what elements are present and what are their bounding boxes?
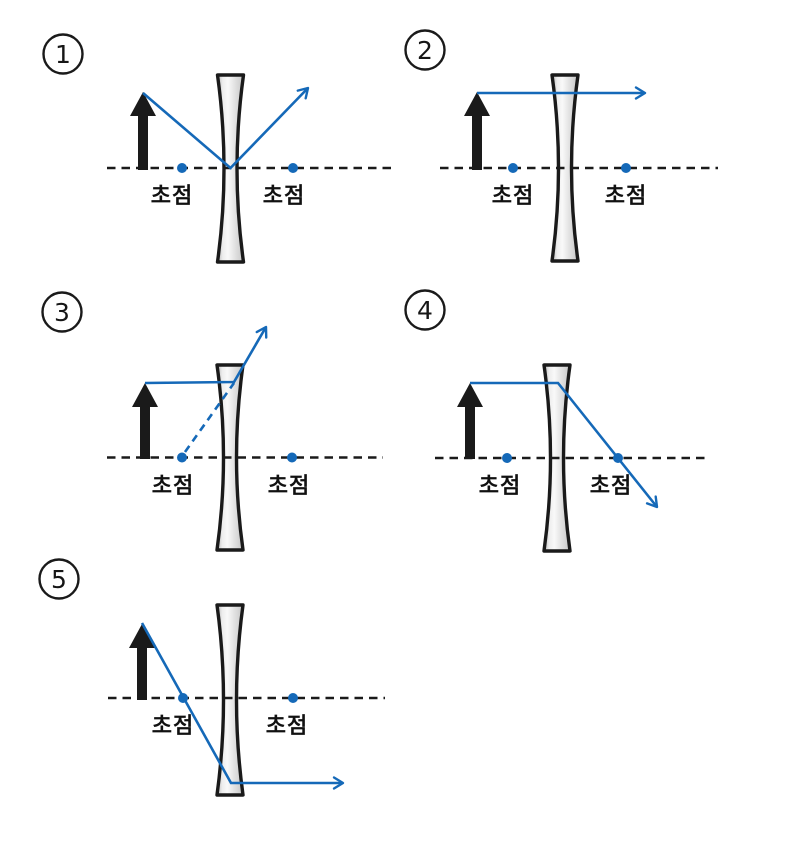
focal-point-label: 초점 [152, 473, 194, 498]
option-number-badge: 5 [38, 558, 80, 600]
focal-point-label: 초점 [605, 183, 647, 208]
option-number: 4 [417, 296, 433, 325]
object-arrow-icon [132, 383, 158, 459]
focal-point-dot [177, 452, 187, 463]
option-panel-5: 초점 초점 5 [38, 558, 385, 797]
virtual-ray-dashed [183, 382, 236, 453]
focal-point-label: 초점 [152, 713, 194, 738]
light-ray [144, 325, 268, 385]
focal-point-label: 초점 [151, 183, 193, 208]
focal-point-dot [288, 693, 298, 703]
option-number: 2 [417, 36, 433, 65]
light-ray [140, 622, 345, 790]
option-number-badge: 2 [404, 29, 446, 71]
focal-point-dot [287, 452, 297, 463]
light-ray [142, 86, 310, 170]
focal-point-dot [621, 163, 631, 173]
focal-point-label: 초점 [268, 473, 310, 498]
focal-point-label: 초점 [266, 713, 308, 738]
focal-point-label: 초점 [590, 473, 632, 498]
option-number-badge: 4 [404, 289, 446, 331]
light-ray [470, 381, 659, 509]
option-number: 5 [51, 565, 67, 594]
object-arrow-icon [464, 92, 490, 170]
option-number-badge: 3 [41, 291, 83, 333]
focal-point-label: 초점 [263, 183, 305, 208]
object-arrow-icon [129, 624, 155, 700]
focal-point-dot [177, 163, 187, 173]
object-arrow-icon [130, 92, 156, 170]
object-arrow-icon [457, 383, 483, 459]
focal-point-label: 초점 [492, 183, 534, 208]
focal-point-dot [508, 163, 518, 173]
option-number: 1 [55, 40, 71, 69]
focal-point-dot [502, 453, 512, 463]
option-panel-3: 초점 초점 3 [41, 291, 383, 552]
concave-lens-icon [215, 603, 245, 797]
option-panel-1: 초점 초점 1 [42, 33, 393, 264]
option-panel-2: 초점 초점 2 [404, 29, 718, 263]
focal-point-dot [288, 163, 298, 173]
option-number-badge: 1 [42, 33, 84, 75]
option-number: 3 [54, 298, 70, 327]
focal-point-label: 초점 [479, 473, 521, 498]
concave-lens-icon [550, 73, 580, 263]
option-panel-4: 초점 초점 4 [404, 289, 710, 553]
